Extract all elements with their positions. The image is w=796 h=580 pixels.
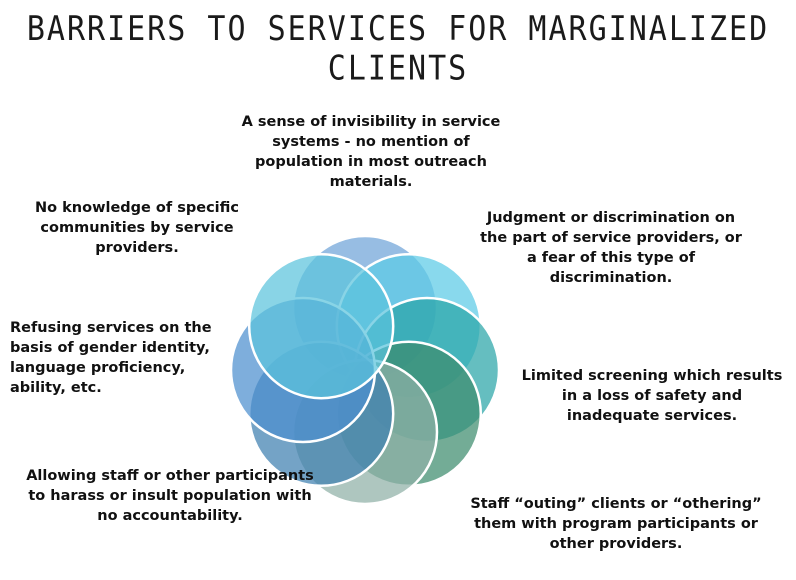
petal-group	[229, 234, 501, 506]
page-title: BARRIERS TO SERVICES FOR MARGINALIZED CL…	[26, 10, 770, 89]
barrier-invisibility: A sense of invisibility in service syste…	[241, 114, 501, 190]
barrier-outing-othering: Staff “outing” clients or “othering” the…	[470, 496, 762, 552]
barrier-refusing-services: Refusing services on the basis of gender…	[10, 320, 212, 396]
barrier-judgment-discrimination: Judgment or discrimination on the part o…	[480, 210, 742, 286]
barrier-no-community-knowledge: No knowledge of specific communities by …	[35, 200, 239, 256]
barrier-limited-screening: Limited screening which results in a los…	[521, 368, 783, 424]
barrier-harassment: Allowing staff or other participants to …	[26, 468, 314, 524]
petal-upper-left	[247, 252, 395, 400]
